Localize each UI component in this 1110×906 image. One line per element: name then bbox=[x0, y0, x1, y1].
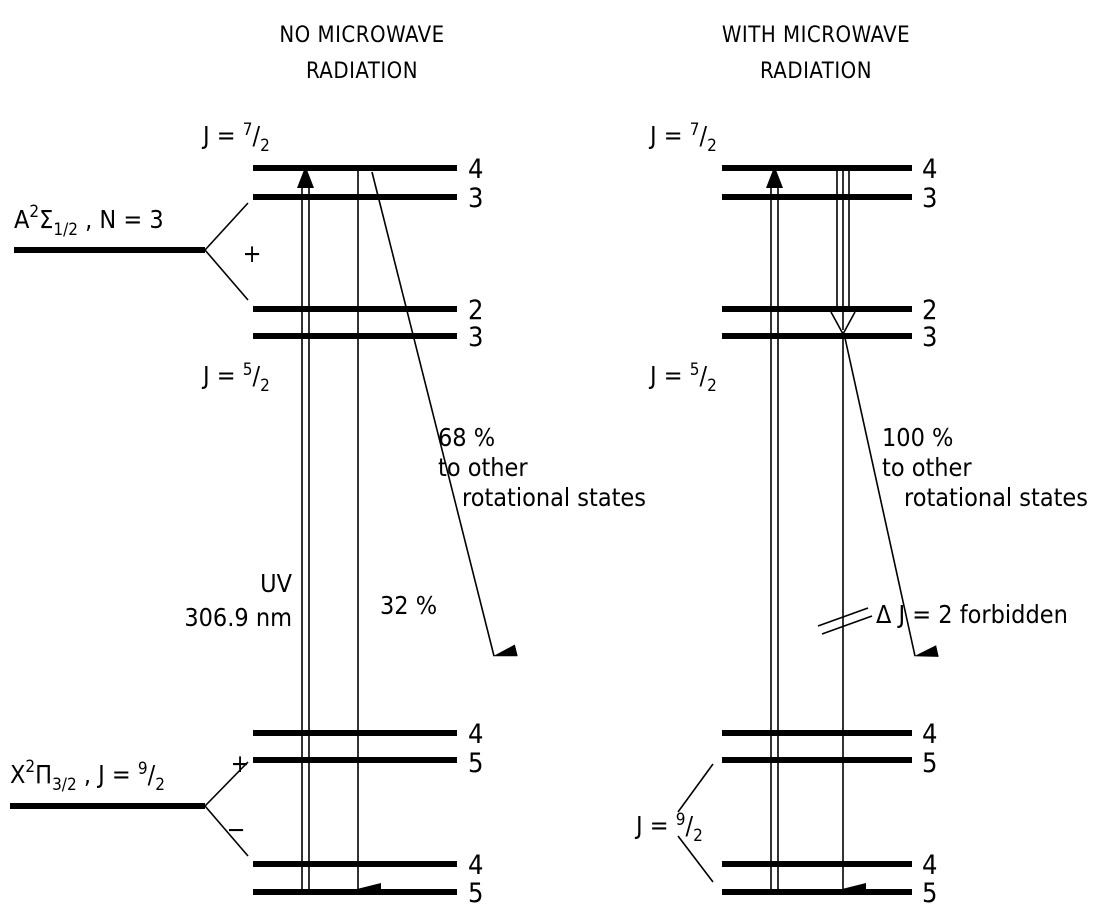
other-states-arrow bbox=[371, 171, 518, 657]
r-upper-level-number-3a: 3 bbox=[922, 183, 937, 214]
upper-level-number-3b: 3 bbox=[468, 322, 483, 353]
lower-state-label: X2Π3/2 , J = 9/2 bbox=[10, 757, 165, 795]
forbidden-slash-1 bbox=[817, 607, 869, 627]
upper-state-label: A2Σ1/2 , N = 3 bbox=[14, 202, 164, 240]
r-ground-split-line-bottom bbox=[677, 835, 714, 883]
uv-label: UV bbox=[260, 569, 292, 598]
r-upper-level-number-2: 2 bbox=[922, 295, 937, 326]
right-panel: WITH MICROWAVE RADIATION J = 7/2 J = 5/2… bbox=[634, 23, 1088, 906]
uv-excitation-arrowhead bbox=[297, 166, 314, 188]
r-other-states-line1: to other bbox=[882, 453, 972, 482]
r-ground-split-line-top bbox=[677, 763, 714, 813]
r-upper-level-number-4: 4 bbox=[922, 154, 937, 185]
lower-level-number-5a: 5 bbox=[468, 748, 483, 779]
upper-split-line-top bbox=[204, 202, 249, 251]
left-title-line2: RADIATION bbox=[306, 59, 418, 84]
lower-split-line-top bbox=[204, 761, 249, 807]
r-other-states-arrow bbox=[844, 337, 939, 657]
upper-split-line-bottom bbox=[204, 249, 249, 301]
left-title-line1: NO MICROWAVE bbox=[279, 23, 444, 48]
upper-level-number-4: 4 bbox=[468, 154, 483, 185]
lower-parity-minus: − bbox=[227, 815, 246, 844]
right-title-line2: RADIATION bbox=[760, 59, 872, 84]
direct-decay-label: 32 % bbox=[380, 591, 437, 620]
lower-level-number-5b: 5 bbox=[468, 878, 483, 906]
left-j-lower: J = 5/2 bbox=[201, 360, 270, 396]
other-states-percent: 68 % bbox=[438, 423, 495, 452]
microwave-arrowhead bbox=[830, 311, 856, 336]
right-j-lower: J = 5/2 bbox=[648, 360, 717, 396]
upper-parity: + bbox=[243, 239, 262, 268]
forbidden-label: Δ J = 2 forbidden bbox=[876, 600, 1068, 629]
left-j-upper: J = 7/2 bbox=[201, 120, 270, 156]
upper-level-number-2: 2 bbox=[468, 295, 483, 326]
r-lower-level-number-5a: 5 bbox=[922, 748, 937, 779]
right-j-upper: J = 7/2 bbox=[648, 120, 717, 156]
right-title-line1: WITH MICROWAVE bbox=[722, 23, 910, 48]
r-other-states-percent: 100 % bbox=[882, 423, 953, 452]
right-j-ground: J = 9/2 bbox=[634, 810, 703, 846]
r-upper-level-number-3b: 3 bbox=[922, 322, 937, 353]
upper-level-number-3a: 3 bbox=[468, 183, 483, 214]
r-other-states-line2: rotational states bbox=[904, 483, 1088, 512]
other-states-line2: rotational states bbox=[462, 483, 646, 512]
forbidden-slash-2 bbox=[821, 615, 873, 635]
r-lower-level-number-4b: 4 bbox=[922, 850, 937, 881]
lower-parity-plus: + bbox=[231, 749, 250, 778]
lower-level-number-4b: 4 bbox=[468, 850, 483, 881]
r-lower-level-number-5b: 5 bbox=[922, 878, 937, 906]
r-lower-level-number-4a: 4 bbox=[922, 719, 937, 750]
lower-level-number-4a: 4 bbox=[468, 719, 483, 750]
uv-wavelength: 306.9 nm bbox=[184, 603, 292, 632]
left-panel: NO MICROWAVE RADIATION A2Σ1/2 , N = 3 + … bbox=[10, 23, 646, 906]
other-states-line1: to other bbox=[438, 453, 528, 482]
r-uv-excitation-arrowhead bbox=[766, 166, 783, 188]
lower-split-line-bottom bbox=[204, 805, 249, 857]
